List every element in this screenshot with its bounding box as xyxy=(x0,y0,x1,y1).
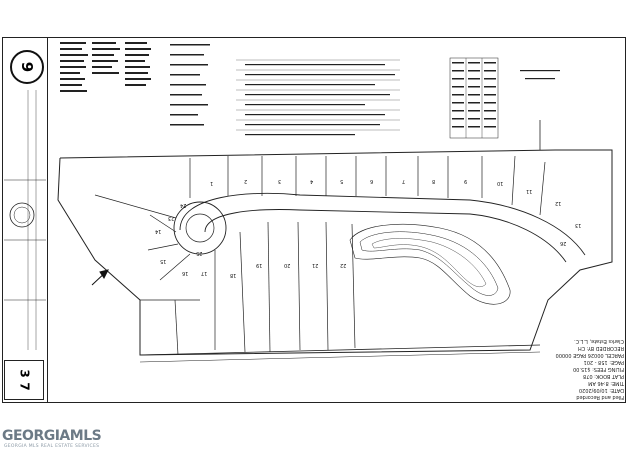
recording-line: RECORDED BY: CH xyxy=(577,345,624,351)
recording-line: Clarks Estate, L.L.C. xyxy=(574,338,624,344)
lot-number-label: 10 xyxy=(497,180,504,186)
lot-number-label: 23 xyxy=(168,215,175,221)
lot-number-label: 3 xyxy=(278,178,282,184)
lot-number-label: 24 xyxy=(180,202,187,208)
lot-number-label: 8 xyxy=(432,178,436,184)
lot-number-label: 12 xyxy=(555,200,562,206)
lot-number-label: 7 xyxy=(402,178,406,184)
lot-number-label: 18 xyxy=(230,272,237,278)
lot-number-label: 16 xyxy=(182,270,189,276)
recording-line: TIME: 8:46 AM xyxy=(588,380,624,386)
lot-number-label: 21 xyxy=(312,262,319,268)
georgia-mls-tagline: GEORGIA MLS REAL ESTATE SERVICES xyxy=(4,444,100,449)
recording-line: PARCEL 00026 PAGE 00000 xyxy=(555,352,624,358)
page-number-box: 3 7 xyxy=(4,360,44,400)
lot-number-label: 6 xyxy=(370,178,374,184)
recording-line: DATE: 10/09/2020 xyxy=(578,387,624,393)
lot-number-label: 1 xyxy=(210,180,214,186)
georgia-mls-logo: GEORGIAMLS xyxy=(2,428,102,444)
lot-number-label: 13 xyxy=(575,222,582,228)
drawing-frame xyxy=(2,37,626,403)
lot-number-label: 17 xyxy=(201,270,208,276)
lot-number-label: 20 xyxy=(284,262,291,268)
recording-line: Filed and Recorded xyxy=(576,394,624,400)
lot-number-label: 25 xyxy=(196,250,203,256)
lot-number-label: 14 xyxy=(155,228,162,234)
lot-number-label: 5 xyxy=(340,178,344,184)
lot-number-label: 9 xyxy=(464,178,468,184)
lot-number-label: 26 xyxy=(560,240,567,246)
lot-number-label: 22 xyxy=(340,262,347,268)
recording-line: PLAT BOOK: 078 xyxy=(583,373,624,379)
lot-number-label: 19 xyxy=(256,262,263,268)
lot-number-label: 11 xyxy=(526,188,533,194)
lot-number-label: 2 xyxy=(244,178,248,184)
lot-number-label: 15 xyxy=(160,258,167,264)
recording-stamp: Filed and Recorded DATE: 10/09/2020 TIME… xyxy=(548,338,624,400)
recording-line: FILING FEES: $15.00 xyxy=(573,366,624,372)
lot-number-label: 4 xyxy=(310,178,314,184)
recording-line: PAGE: 158 - 201 xyxy=(583,359,624,365)
title-block xyxy=(2,37,48,403)
